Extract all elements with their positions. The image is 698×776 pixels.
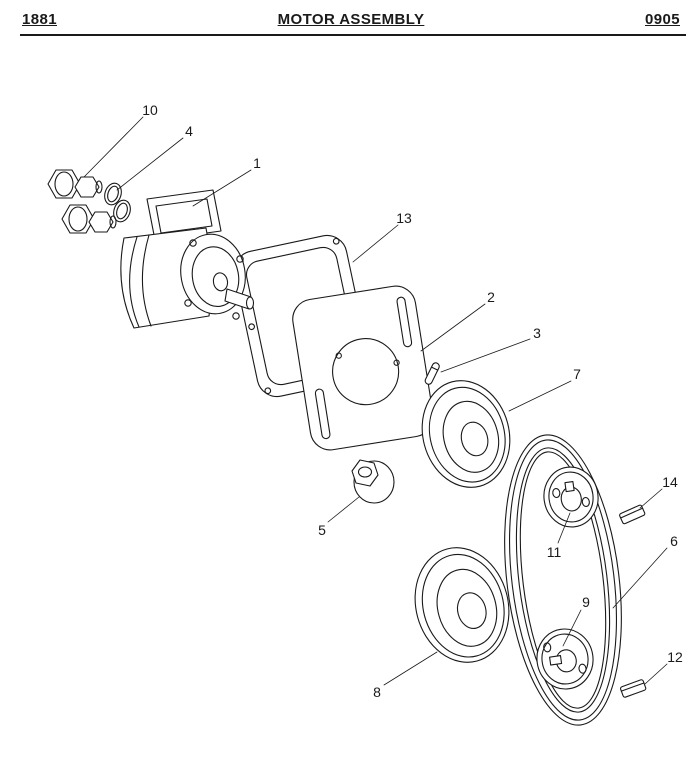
callout-4: 4 xyxy=(185,123,193,139)
lower-pulley-part xyxy=(414,547,510,663)
leader-lines xyxy=(83,116,668,686)
pin-part xyxy=(424,362,440,385)
page-number-left: 1881 xyxy=(22,11,57,28)
upper-key-part xyxy=(619,504,646,525)
lower-key-part xyxy=(620,679,647,698)
callout-3: 3 xyxy=(533,325,541,341)
page-title: MOTOR ASSEMBLY xyxy=(277,11,425,28)
callout-1: 1 xyxy=(253,155,261,171)
callout-8: 8 xyxy=(373,684,381,700)
callout-6: 6 xyxy=(670,533,678,549)
upper-bushing-part xyxy=(543,466,599,528)
o-rings-part xyxy=(104,182,131,223)
page-header: 1881 MOTOR ASSEMBLY 0905 xyxy=(22,11,680,28)
mounting-plate-part xyxy=(292,285,434,451)
callout-7: 7 xyxy=(573,366,581,382)
upper-pulley-part xyxy=(421,380,511,488)
nut-part xyxy=(351,459,395,504)
lower-bushing-part xyxy=(536,628,594,690)
callout-13: 13 xyxy=(396,210,412,226)
callout-12: 12 xyxy=(667,649,683,665)
callout-5: 5 xyxy=(318,522,326,538)
callout-9: 9 xyxy=(582,594,590,610)
header-rule xyxy=(20,34,686,36)
motor-part xyxy=(120,189,255,329)
callout-11: 11 xyxy=(547,544,562,560)
callout-2: 2 xyxy=(487,289,495,305)
page-number-right: 0905 xyxy=(645,11,680,28)
callout-10: 10 xyxy=(142,102,158,118)
gland-fittings-part xyxy=(47,169,117,234)
belt-part xyxy=(504,434,622,726)
callout-14: 14 xyxy=(662,474,678,490)
callout-labels: 1 2 3 4 5 6 7 8 9 10 11 12 13 14 xyxy=(142,102,683,700)
